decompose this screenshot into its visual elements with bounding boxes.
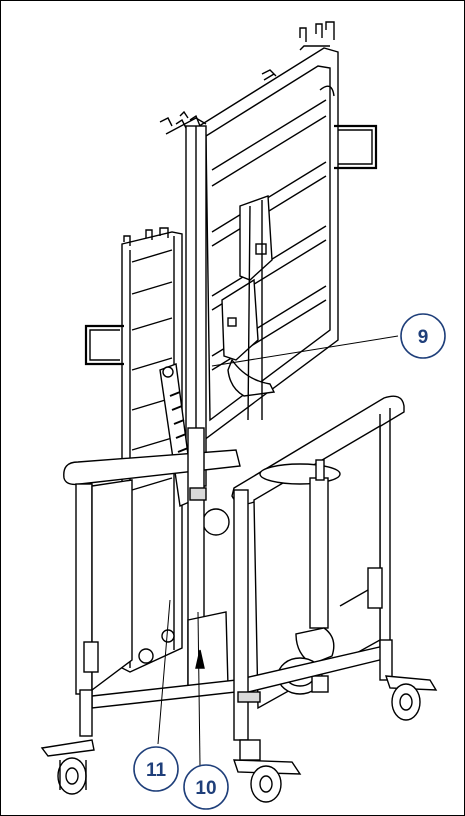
callout-10-label: 10 — [195, 778, 216, 799]
callout-11-label: 11 — [146, 760, 167, 781]
castors — [40, 675, 438, 803]
castor-front-left — [40, 739, 95, 795]
callout-11: 11 — [133, 746, 179, 792]
lift-mechanism — [221, 195, 276, 421]
left-side-rail — [63, 449, 241, 695]
mid-column — [159, 110, 207, 487]
base-frame — [79, 489, 393, 741]
callout-9: 9 — [400, 313, 446, 359]
callout-10: 10 — [183, 764, 229, 810]
castor-rear-right — [384, 675, 438, 721]
leader-lines — [157, 335, 399, 767]
castor-front-right — [233, 739, 302, 803]
callout-9-label: 9 — [418, 327, 429, 348]
center-post — [138, 427, 230, 693]
